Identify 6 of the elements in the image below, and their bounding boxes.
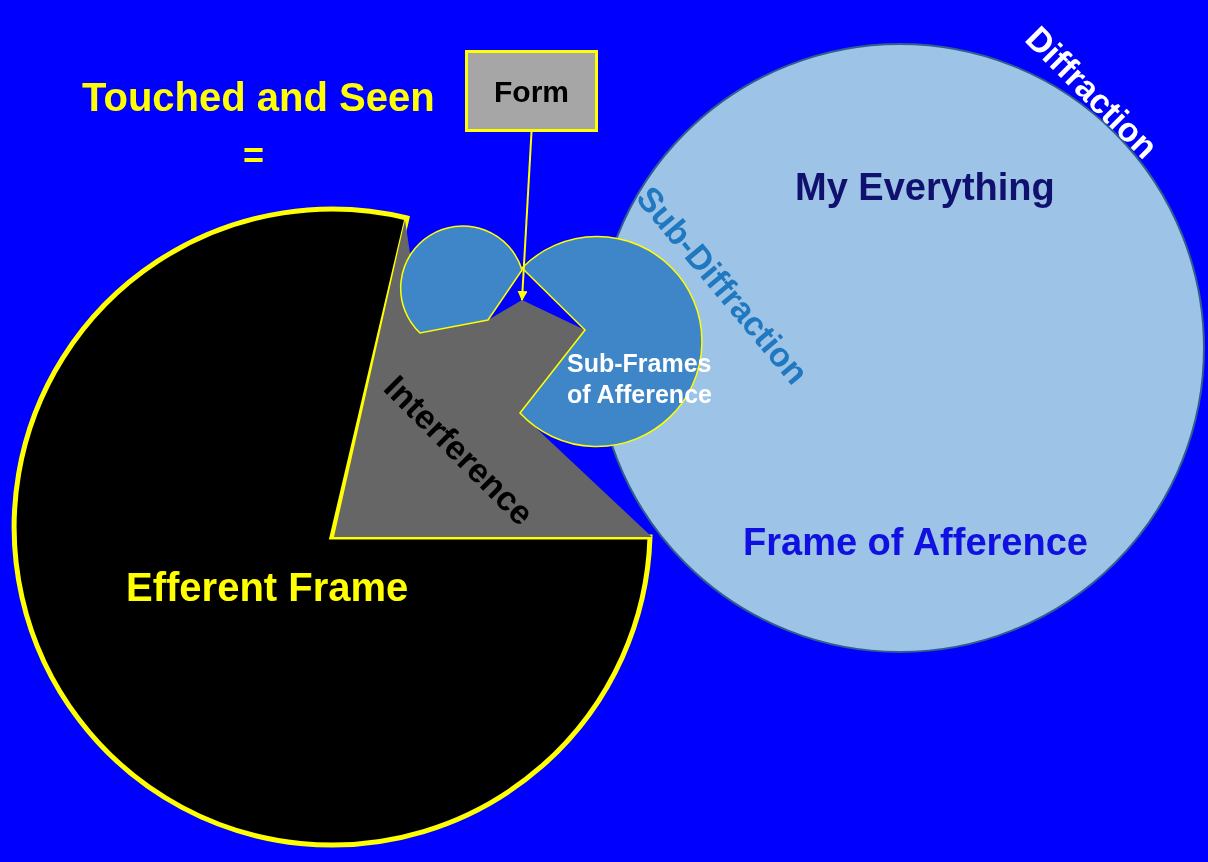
- arrow: [517, 131, 533, 301]
- region-label: Efferent Frame: [126, 567, 409, 607]
- process-box: Form: [465, 50, 598, 132]
- title-label: Touched and Seen: [82, 77, 435, 117]
- equals-label: =: [243, 138, 265, 174]
- region-label: Frame of Afference: [743, 523, 1088, 561]
